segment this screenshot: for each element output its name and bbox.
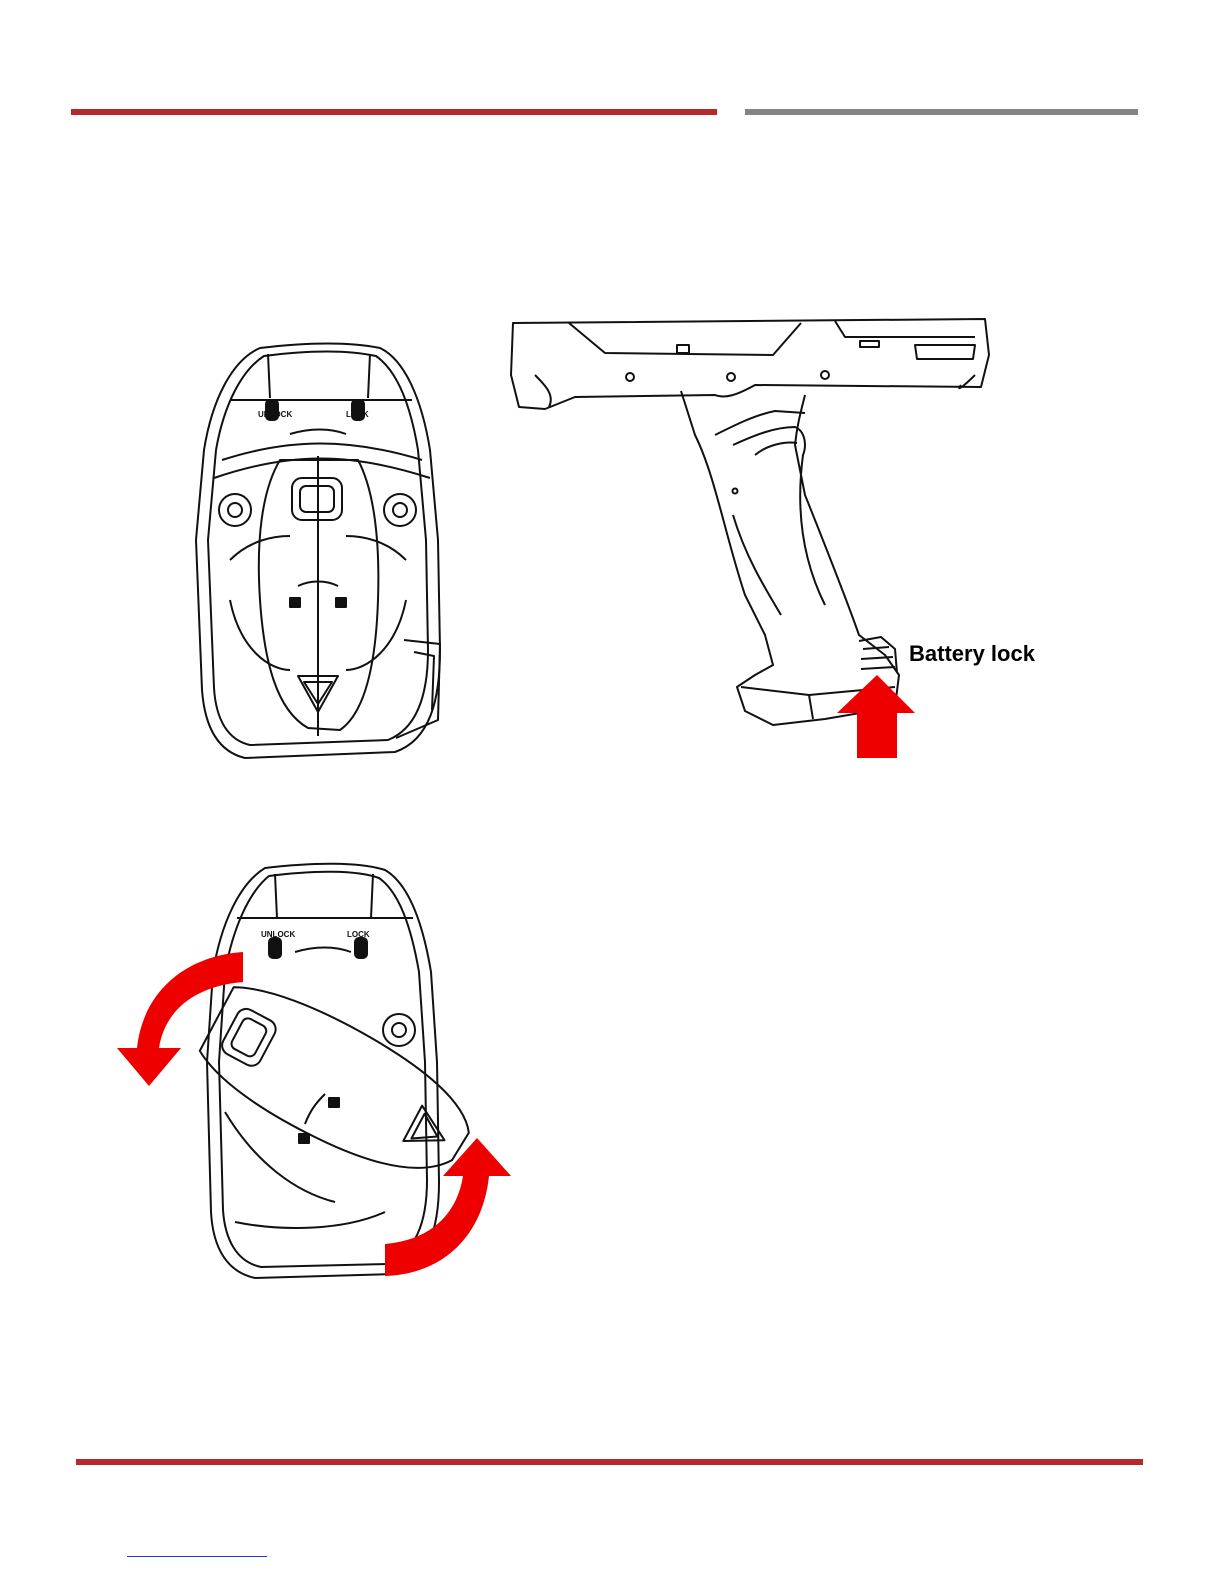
header-rule-red bbox=[71, 109, 717, 115]
lock-label: LOCK bbox=[347, 930, 370, 939]
battery-cap-locked-figure: UNLOCK LOCK bbox=[190, 340, 450, 765]
footer-link-underline[interactable] bbox=[127, 1556, 267, 1557]
unlock-label: UNLOCK bbox=[261, 930, 295, 939]
lock-label: LOCK bbox=[346, 410, 369, 419]
header-rule-gray bbox=[745, 109, 1138, 115]
rotate-arrow-bottom bbox=[385, 1138, 511, 1276]
unlock-label: UNLOCK bbox=[258, 410, 292, 419]
battery-lock-arrow bbox=[837, 675, 915, 758]
battery-cap-rotating-figure: UNLOCK LOCK bbox=[115, 862, 515, 1282]
footer-rule-red bbox=[76, 1459, 1143, 1465]
rotate-arrow-top bbox=[117, 952, 243, 1086]
battery-lock-callout: Battery lock bbox=[909, 641, 1035, 667]
handle-side-view-figure bbox=[505, 315, 1005, 765]
